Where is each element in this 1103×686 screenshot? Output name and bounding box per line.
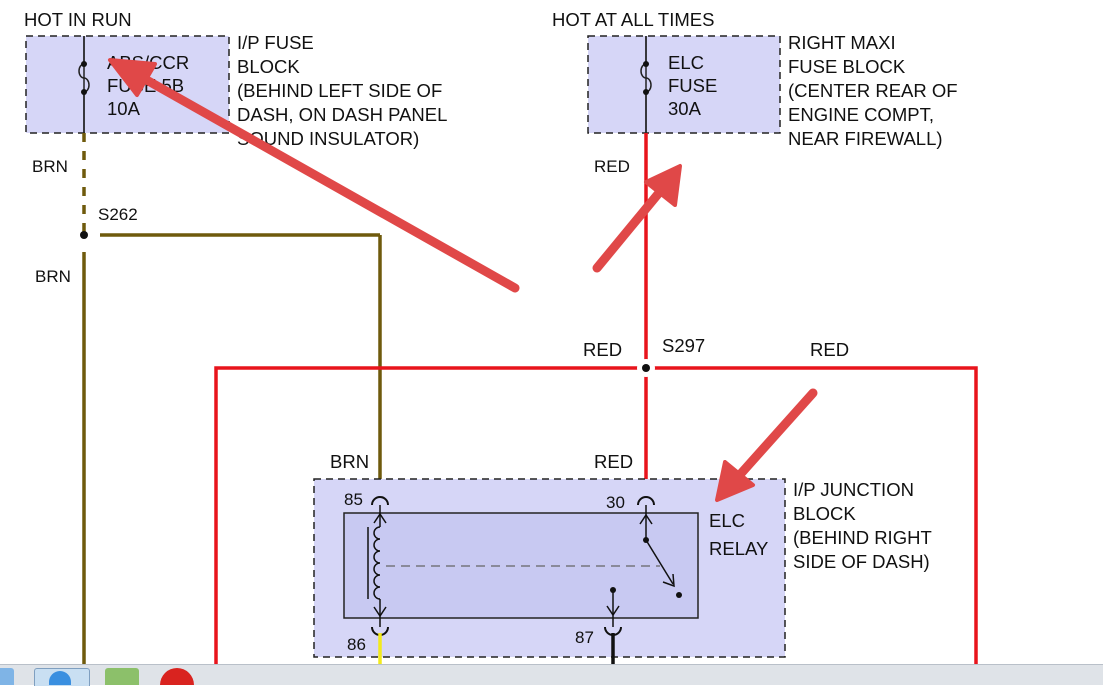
red-label-relay: RED xyxy=(594,451,633,472)
red-label-top: RED xyxy=(594,157,630,176)
run-location-line-5: SOUND INSULATOR) xyxy=(237,128,419,149)
run-location-line-1: I/P FUSE xyxy=(237,32,314,53)
run-fuse-symbol xyxy=(78,36,90,133)
switch-contact-nc xyxy=(676,592,682,598)
brn-label-lower: BRN xyxy=(35,267,71,286)
maxi-location-line-3: (CENTER REAR OF xyxy=(788,80,958,101)
relay-name-line-2: RELAY xyxy=(709,538,768,559)
files-icon[interactable] xyxy=(105,668,139,685)
switch-arrow-87 xyxy=(606,605,620,617)
maxi-fuse-block-box xyxy=(587,35,781,134)
brn-label-top: BRN xyxy=(32,157,68,176)
elc-fuse-line-2: FUSE xyxy=(668,75,717,96)
switch-arrow-30 xyxy=(639,513,653,525)
annotation-arrow-to-abs-fuse xyxy=(108,58,520,293)
app-icon[interactable] xyxy=(160,668,194,685)
elc-fuse-line-3: 30A xyxy=(668,98,702,119)
run-fuse-line-3: 10A xyxy=(107,98,141,119)
browser-icon[interactable] xyxy=(34,668,90,686)
pin-30-label: 30 xyxy=(606,493,625,512)
s297-splice-dot xyxy=(642,364,650,372)
red-label-left: RED xyxy=(583,339,622,360)
switch-blade xyxy=(645,539,674,585)
s297-label: S297 xyxy=(662,335,705,356)
red-wire-bus xyxy=(214,366,978,668)
run-fuse-dot-bottom xyxy=(81,89,87,95)
junction-line-4: SIDE OF DASH) xyxy=(793,551,930,572)
elc-fuse-symbol xyxy=(640,36,652,133)
maxi-location-line-4: ENGINE COMPT, xyxy=(788,104,934,125)
folder-icon[interactable] xyxy=(0,668,14,685)
run-location-line-4: DASH, ON DASH PANEL xyxy=(237,104,447,125)
junction-line-1: I/P JUNCTION xyxy=(793,479,914,500)
junction-line-3: (BEHIND RIGHT xyxy=(793,527,932,548)
pin-30-connector xyxy=(637,496,655,506)
annotation-arrow-to-elc-fuse xyxy=(592,164,682,273)
junction-line-2: BLOCK xyxy=(793,503,856,524)
coil-winding xyxy=(373,526,381,600)
red-label-right: RED xyxy=(810,339,849,360)
pin-85-label: 85 xyxy=(344,490,363,509)
run-fuse-dot-top xyxy=(81,61,87,67)
brn-label-relay: BRN xyxy=(330,451,369,472)
elc-fuse-dot-top xyxy=(643,61,649,67)
maxi-location-line-5: NEAR FIREWALL) xyxy=(788,128,943,149)
s262-splice-dot xyxy=(80,231,88,239)
run-location-line-3: (BEHIND LEFT SIDE OF xyxy=(237,80,442,101)
elc-fuse-line-1: ELC xyxy=(668,52,704,73)
pin-85-connector xyxy=(371,496,389,506)
coil-arrow-bottom xyxy=(373,606,387,618)
maxi-location-line-1: RIGHT MAXI xyxy=(788,32,896,53)
battery-heading: HOT AT ALL TIMES xyxy=(552,9,714,30)
elc-fuse-dot-bottom xyxy=(643,89,649,95)
maxi-location-line-2: FUSE BLOCK xyxy=(788,56,906,77)
switch-contact-no xyxy=(610,587,616,593)
s262-label: S262 xyxy=(98,205,138,224)
run-location-line-2: BLOCK xyxy=(237,56,300,77)
pin-86-label: 86 xyxy=(347,635,366,654)
coil-arrow-top xyxy=(373,512,387,524)
switch-blade-arrow xyxy=(662,573,675,588)
pin-87-label: 87 xyxy=(575,628,594,647)
run-heading: HOT IN RUN xyxy=(24,9,132,30)
annotation-arrow-to-elc-relay xyxy=(715,388,818,502)
taskbar xyxy=(0,664,1103,686)
relay-name-line-1: ELC xyxy=(709,510,745,531)
